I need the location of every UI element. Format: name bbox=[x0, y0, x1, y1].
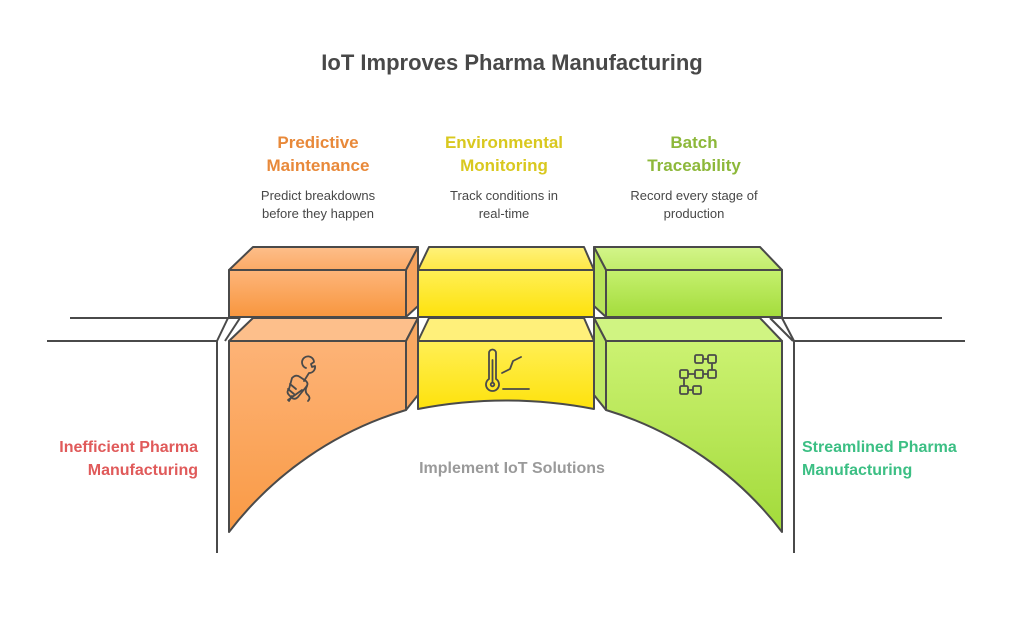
lower-block-yellow bbox=[417, 317, 595, 410]
pillar-desc-line1: Record every stage of bbox=[630, 188, 758, 203]
thermometer-chart-icon bbox=[485, 348, 530, 392]
pillar-desc-line1: Predict breakdowns bbox=[260, 188, 376, 203]
pillar-title-line1: Batch bbox=[670, 133, 718, 152]
pillar-description: Predict breakdowns before they happen bbox=[218, 187, 418, 223]
right-bank-outline bbox=[769, 317, 965, 553]
flowchart-icon bbox=[679, 354, 717, 395]
start-state-line2: Manufacturing bbox=[87, 462, 198, 479]
pillar-desc-line2: before they happen bbox=[261, 206, 375, 221]
end-state-line2: Manufacturing bbox=[802, 462, 913, 479]
lower-block-green bbox=[593, 317, 783, 533]
top-block-orange bbox=[228, 246, 419, 318]
top-block-yellow bbox=[417, 246, 595, 318]
pillar-title: Batch Traceability bbox=[594, 131, 794, 177]
wrench-hand-icon bbox=[286, 355, 316, 402]
pillar-title-line1: Environmental bbox=[444, 133, 564, 152]
bridge-label: Implement IoT Solutions bbox=[419, 460, 605, 477]
pillar-description: Track conditions in real-time bbox=[404, 187, 604, 223]
pillar-desc-line2: real-time bbox=[478, 206, 530, 221]
pillar-caption-batch-traceability: Batch Traceability Record every stage of… bbox=[594, 131, 794, 223]
start-state-line1: Inefficient Pharma bbox=[59, 439, 198, 456]
pillar-title: Predictive Maintenance bbox=[218, 131, 418, 177]
pillar-title: Environmental Monitoring bbox=[404, 131, 604, 177]
end-state-label: Streamlined Pharma Manufacturing bbox=[802, 436, 1024, 482]
start-state-label: Inefficient Pharma Manufacturing bbox=[0, 436, 198, 482]
pillar-title-line2: Traceability bbox=[647, 156, 741, 175]
pillar-desc-line1: Track conditions in bbox=[450, 188, 558, 203]
pillar-caption-predictive-maintenance: Predictive Maintenance Predict breakdown… bbox=[218, 131, 418, 223]
pillar-caption-environmental-monitoring: Environmental Monitoring Track condition… bbox=[404, 131, 604, 223]
pillar-description: Record every stage of production bbox=[594, 187, 794, 223]
lower-block-orange bbox=[228, 317, 419, 533]
top-block-green bbox=[593, 246, 783, 318]
pillar-title-line2: Maintenance bbox=[266, 156, 370, 175]
page-title: IoT Improves Pharma Manufacturing bbox=[321, 50, 703, 75]
pillar-title-line2: Monitoring bbox=[460, 156, 548, 175]
pillar-desc-line2: production bbox=[663, 206, 725, 221]
pillar-title-line1: Predictive bbox=[277, 133, 359, 152]
left-bank-outline bbox=[47, 317, 241, 553]
end-state-line1: Streamlined Pharma bbox=[802, 439, 957, 456]
